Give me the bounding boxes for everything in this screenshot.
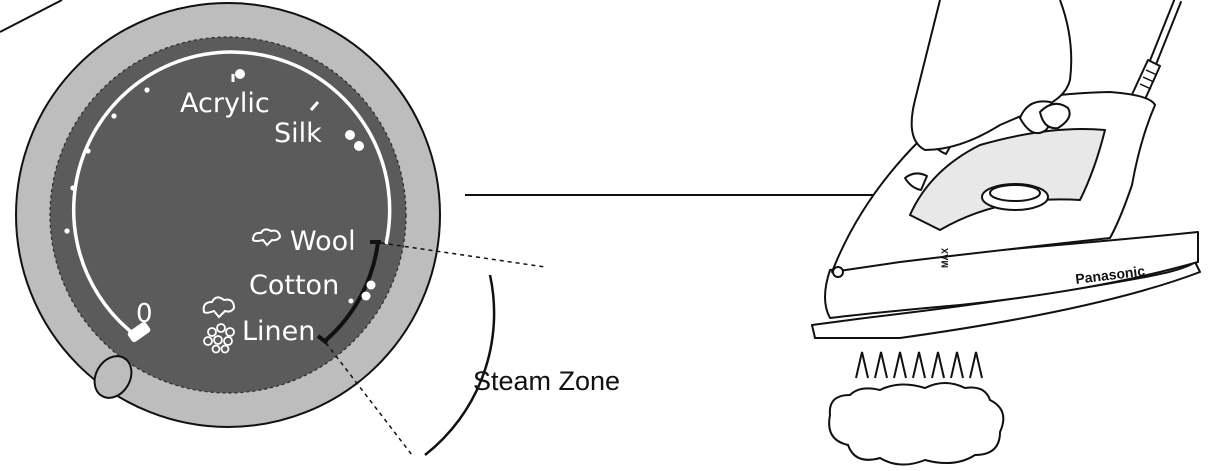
dial-white-arc <box>71 50 392 337</box>
steam-jets <box>855 351 983 379</box>
label-wool: Wool <box>290 226 356 257</box>
steam-low-icon <box>251 228 282 247</box>
dial-face <box>49 36 407 394</box>
iron-rear-dot <box>832 266 844 278</box>
acrylic-marker <box>235 69 245 79</box>
dial-dots-left <box>64 87 150 234</box>
steam-zone-arc <box>424 274 496 456</box>
label-silk: Silk <box>274 118 322 149</box>
finger <box>1039 102 1071 130</box>
hand <box>910 0 1073 151</box>
label-zero: 0 <box>136 299 153 329</box>
steam-burst-icon <box>203 323 235 354</box>
silk-dots <box>345 130 364 151</box>
linen-tick <box>316 334 329 345</box>
zero-indicator <box>127 321 151 343</box>
label-linen: Linen <box>242 316 315 347</box>
corner-line <box>0 0 63 33</box>
steam-high-icon <box>202 296 236 319</box>
steam-iron: MAX <box>811 0 1201 339</box>
dial-knob <box>93 355 133 399</box>
label-cotton: Cotton <box>249 270 339 301</box>
temperature-dial: Acrylic Silk Wool Cotton Linen 0 <box>15 2 441 428</box>
steam-cloud <box>828 382 1005 466</box>
max-mark: MAX <box>940 248 950 268</box>
steam-zone-leader-top <box>380 242 546 268</box>
spray-button <box>904 172 928 191</box>
label-acrylic: Acrylic <box>180 88 270 119</box>
silk-tick <box>309 101 320 111</box>
steam-zone-label: Steam Zone <box>473 366 620 396</box>
cord-guard-ribs <box>1139 69 1158 90</box>
cotton-dots <box>348 280 376 304</box>
dial-steam-arc <box>324 241 380 342</box>
